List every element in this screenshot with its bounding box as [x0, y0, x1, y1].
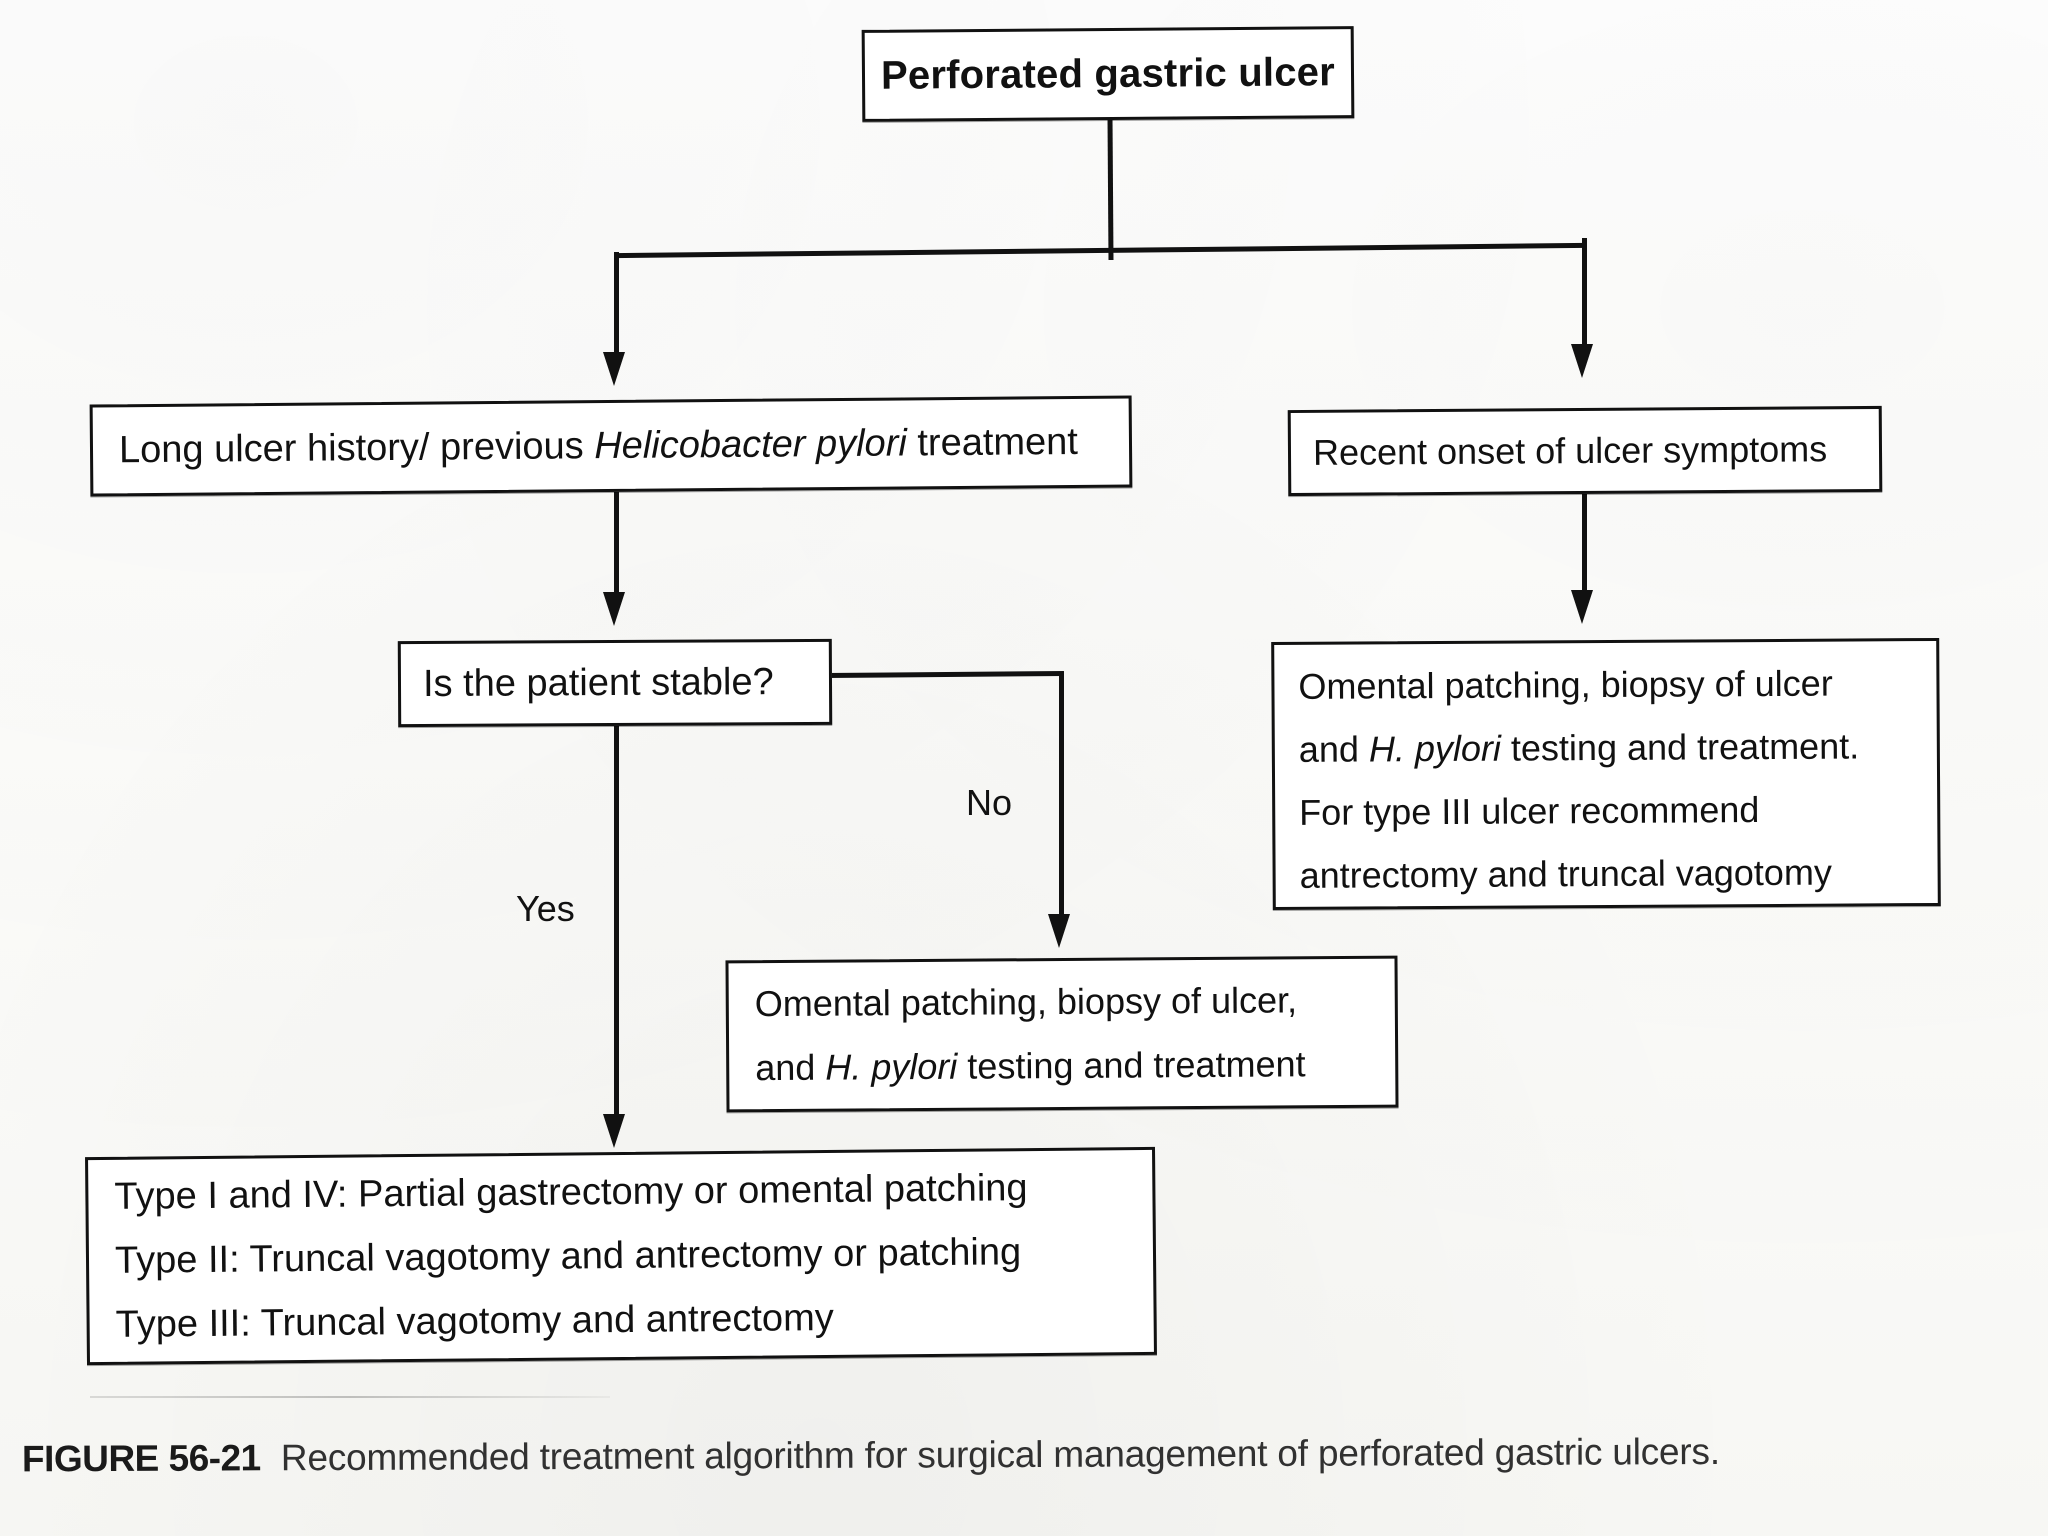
node-decision-is-patient-stable: Is the patient stable? [397, 638, 833, 728]
text-after-italic: testing and treatment. [1500, 725, 1860, 769]
connector-recent-to-omental [1582, 492, 1587, 600]
edge-label-yes: Yes [516, 888, 575, 929]
node-omental-patching-unstable: Omental patching, biopsy of ulcer, and H… [725, 955, 1399, 1113]
italic-helicobacter-pylori: Helicobacter pylori [594, 421, 907, 467]
italic-h-pylori: H. pylori [1368, 727, 1502, 770]
node-ulcer-type-treatments: Type I and IV: Partial gastrectomy or om… [85, 1146, 1157, 1366]
connector-root-stem [1107, 117, 1114, 261]
connector-no-horizontal [825, 670, 1065, 679]
connector-fork-left [614, 252, 619, 362]
italic-h-pylori: H. pylori [825, 1045, 958, 1088]
text-before-italic: Long ulcer history/ previous [118, 424, 595, 471]
node-decision-label: Is the patient stable? [422, 660, 774, 705]
figure-caption: FIGURE 56-21 Recommended treatment algor… [22, 1430, 2032, 1481]
omental-right-line-2: and H. pylori testing and treatment. [1299, 714, 1937, 781]
omental-mid-line-1: Omental patching, biopsy of ulcer, [754, 979, 1298, 1025]
node-long-ulcer-history-label: Long ulcer history/ previous Helicobacte… [119, 420, 1129, 472]
arrowhead-fork-right [1571, 344, 1593, 378]
arrowhead-recent-to-omental [1571, 590, 1593, 624]
node-long-ulcer-history: Long ulcer history/ previous Helicobacte… [89, 395, 1133, 497]
node-omental-patching-right: Omental patching, biopsy of ulcer and H.… [1271, 637, 1941, 911]
scan-artifact-rule [90, 1396, 610, 1398]
figure-caption-text: Recommended treatment algorithm for surg… [280, 1430, 1720, 1479]
types-line-1: Type I and IV: Partial gastrectomy or om… [114, 1167, 1028, 1218]
connector-root-fork-bar [614, 242, 1586, 259]
text-before-italic: and [755, 1046, 826, 1089]
node-root-label: Perforated gastric ulcer [880, 49, 1336, 98]
figure-number: FIGURE 56-21 [21, 1437, 261, 1480]
text-after-italic: testing and treatment [957, 1043, 1306, 1087]
text-before-italic: and [1298, 728, 1370, 770]
omental-right-line-4: antrectomy and truncal vagotomy [1299, 851, 1832, 896]
arrowhead-no-to-omental [1048, 914, 1070, 948]
node-recent-onset-label: Recent onset of ulcer symptoms [1312, 428, 1828, 473]
connector-yes-to-types [614, 724, 619, 1124]
node-perforated-gastric-ulcer: Perforated gastric ulcer [861, 26, 1355, 122]
connector-history-to-decision [614, 490, 619, 602]
arrowhead-yes-to-types [603, 1114, 625, 1148]
omental-right-line-3: For type III ulcer recommend [1299, 789, 1760, 833]
node-recent-onset-of-ulcer-symptoms: Recent onset of ulcer symptoms [1287, 405, 1883, 497]
omental-right-line-1: Omental patching, biopsy of ulcer [1298, 662, 1833, 707]
text-after-italic: treatment [906, 420, 1079, 464]
types-line-3: Type III: Truncal vagotomy and antrectom… [115, 1296, 834, 1346]
arrowhead-fork-left [603, 352, 625, 386]
connector-fork-right [1582, 238, 1587, 354]
omental-mid-line-2: and H. pylori testing and treatment [755, 1032, 1395, 1100]
edge-label-no: No [966, 782, 1013, 823]
connector-no-vertical [1059, 672, 1064, 924]
types-line-2: Type II: Truncal vagotomy and antrectomy… [114, 1231, 1022, 1282]
arrowhead-history-to-decision [603, 592, 625, 626]
